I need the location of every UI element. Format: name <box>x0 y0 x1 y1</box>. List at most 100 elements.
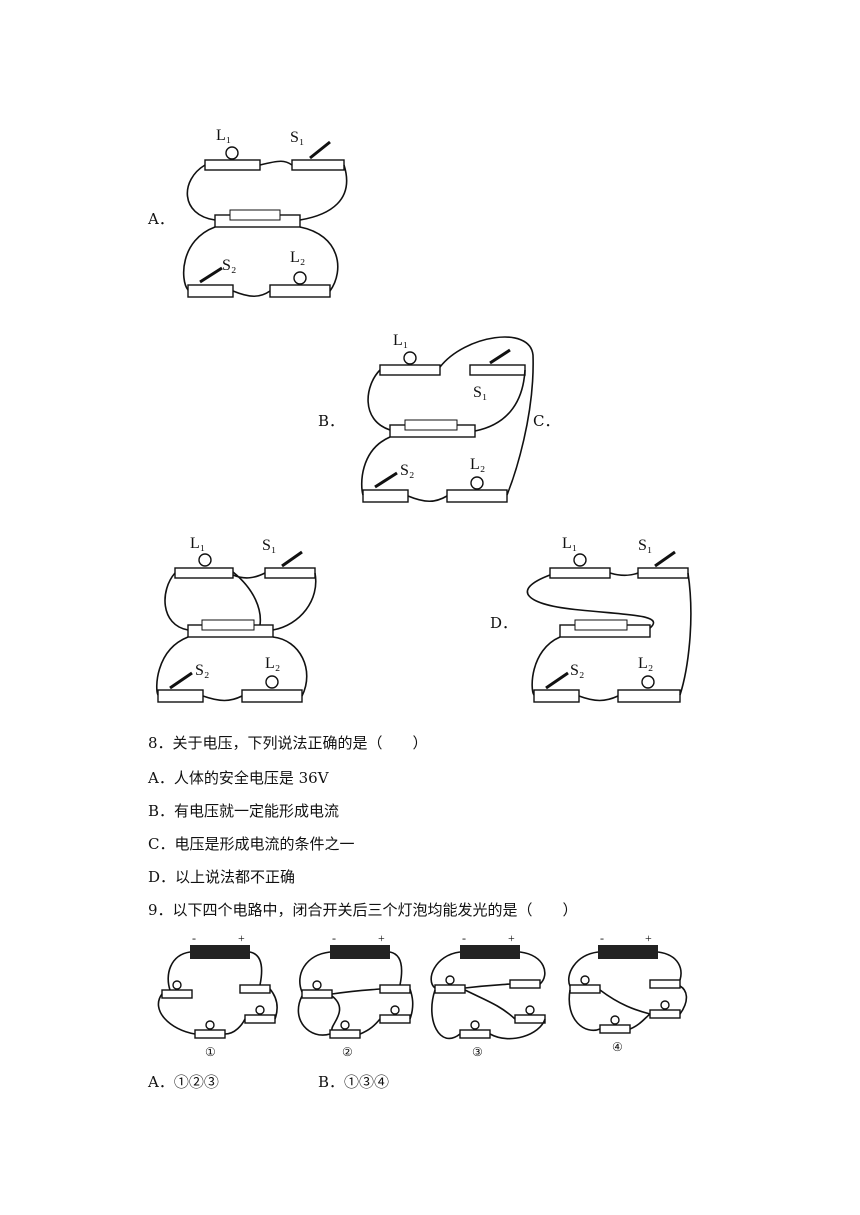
switch-s1-lever-icon <box>281 550 303 568</box>
label-l2: L₂ <box>638 655 653 672</box>
switch-s1-base <box>291 159 345 171</box>
circuit-diagram-a: L₁ S₁ S₂ L₂ <box>182 127 348 298</box>
wires <box>157 951 278 1035</box>
wires <box>430 951 546 1040</box>
battery-plus-sign: + <box>238 931 245 945</box>
lamp-l1-base <box>379 364 441 376</box>
circuit-diagram-c: L₁ S₁ S₂ L₂ <box>156 535 317 703</box>
switch-s2-base <box>157 689 204 703</box>
label-s2: S₂ <box>400 462 414 479</box>
lamp-base <box>301 989 333 999</box>
switch-base <box>379 984 411 994</box>
question-8-option-c[interactable]: C．电压是形成电流的条件之一 <box>148 835 355 853</box>
battery-icon <box>201 619 255 631</box>
label-l2: L₂ <box>265 655 280 672</box>
option-d-label[interactable]: D． <box>490 614 518 632</box>
label-l1: L₁ <box>562 535 577 552</box>
battery-icon <box>598 945 658 959</box>
bulb-l1-icon <box>198 553 212 567</box>
label-l1: L₁ <box>190 535 205 552</box>
battery-plus-sign: + <box>378 931 385 945</box>
question-9-option-a[interactable]: A．①②③ <box>148 1073 219 1091</box>
label-l2: L₂ <box>290 249 305 266</box>
bulb-l2-icon <box>470 476 484 490</box>
question-9-option-b[interactable]: B．①③④ <box>318 1073 390 1091</box>
question-8-option-d[interactable]: D．以上说法都不正确 <box>148 868 296 886</box>
bulb-icon <box>312 980 322 990</box>
lamp-base <box>434 984 466 994</box>
wires <box>182 160 348 298</box>
circuit-3: - + ③ <box>430 931 546 1059</box>
lamp-l1-base <box>549 567 611 579</box>
switch-s1-lever-icon <box>654 550 676 568</box>
lamp-l2-base <box>269 284 331 298</box>
switch-s2-lever-icon <box>545 671 569 690</box>
switch-s1-base <box>264 567 316 579</box>
bulb-icon <box>525 1005 535 1015</box>
option-c-label[interactable]: C． <box>533 412 560 430</box>
option-b-label[interactable]: B． <box>318 412 345 430</box>
switch-s1-lever-icon <box>489 348 511 365</box>
circuit-diagram-b: L₁ S₁ S₂ L₂ <box>360 332 534 503</box>
switch-s2-lever-icon <box>169 671 193 690</box>
lamp-l1-base <box>204 159 261 171</box>
battery-minus-sign: - <box>600 931 604 945</box>
lamp-base <box>194 1029 226 1039</box>
lamp-l1-base <box>174 567 234 579</box>
battery-icon <box>190 945 250 959</box>
battery-plus-sign: + <box>508 931 515 945</box>
wires <box>526 572 692 702</box>
bulb-icon <box>580 975 590 985</box>
question-8-option-a[interactable]: A．人体的安全电压是 36V <box>148 769 329 787</box>
switch-s1-base <box>469 364 526 376</box>
switch-s1-base <box>637 567 689 579</box>
bulb-icon <box>172 980 182 990</box>
battery-minus-sign: - <box>462 931 466 945</box>
switch-s1-lever-icon <box>309 140 331 160</box>
switch-s2-base <box>187 284 234 298</box>
lamp-base <box>161 989 193 999</box>
lamp-base <box>244 1014 276 1024</box>
circuit-2: - + ② <box>297 931 414 1059</box>
lamp-base <box>514 1014 546 1024</box>
lamp-base <box>569 984 601 994</box>
bulb-l2-icon <box>265 675 279 689</box>
battery-plus-sign: + <box>645 931 652 945</box>
lamp-l2-base <box>617 689 681 703</box>
battery-minus-sign: - <box>332 931 336 945</box>
bulb-l1-icon <box>225 146 239 160</box>
circuit-4-number: ④ <box>612 1040 623 1054</box>
lamp-base <box>459 1029 491 1039</box>
bulb-icon <box>390 1005 400 1015</box>
wires <box>568 951 688 1032</box>
circuit-1-number: ① <box>205 1045 216 1059</box>
circuit-4: - + ④ <box>568 931 688 1054</box>
circuit-1: - + ① <box>157 931 278 1059</box>
bulb-icon <box>255 1005 265 1015</box>
bulb-l1-icon <box>403 351 417 365</box>
label-s2: S₂ <box>195 662 209 679</box>
question-9-stem: 9．以下四个电路中，闭合开关后三个灯泡均能发光的是（ ） <box>148 901 578 919</box>
label-s1: S₁ <box>290 129 304 146</box>
lamp-l2-base <box>241 689 303 703</box>
bulb-icon <box>610 1015 620 1025</box>
battery-icon <box>330 945 390 959</box>
bulb-icon <box>445 975 455 985</box>
battery-minus-sign: - <box>192 931 196 945</box>
battery-icon <box>460 945 520 959</box>
label-s1: S₁ <box>473 384 487 401</box>
lamp-base <box>329 1029 361 1039</box>
wires <box>297 951 414 1036</box>
option-a-label[interactable]: A． <box>148 210 174 228</box>
label-l1: L₁ <box>393 332 408 349</box>
bulb-l2-icon <box>641 675 655 689</box>
switch-base <box>649 979 681 989</box>
label-l1: L₁ <box>216 127 231 144</box>
lamp-base <box>379 1014 411 1024</box>
bulb-icon <box>660 1000 670 1010</box>
bulb-l1-icon <box>573 553 587 567</box>
switch-s2-lever-icon <box>374 471 398 489</box>
question-8-option-b[interactable]: B．有电压就一定能形成电流 <box>148 802 340 820</box>
switch-s2-base <box>362 489 409 503</box>
lamp-base <box>599 1024 631 1034</box>
